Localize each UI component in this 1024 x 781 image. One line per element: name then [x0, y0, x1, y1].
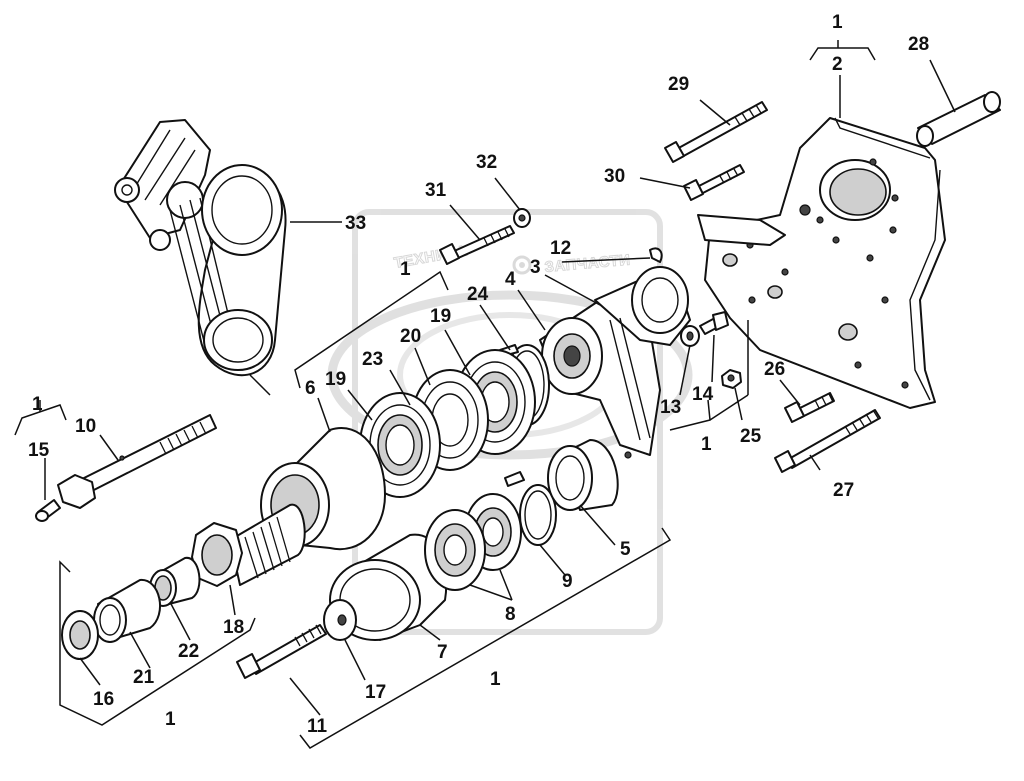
bolt-10 — [57, 414, 217, 509]
washer-13 — [680, 325, 700, 347]
washer-17 — [323, 599, 357, 641]
washer-32 — [513, 208, 531, 228]
callout-1-left: 1 — [32, 394, 43, 415]
callout-24: 24 — [467, 284, 489, 305]
callout-labels: 1 2 28 29 30 31 32 33 12 3 4 1 24 19 20 … — [28, 12, 929, 737]
shaft-18 — [191, 503, 306, 587]
callout-32: 32 — [476, 152, 497, 173]
tensioner-arm-4 — [539, 247, 691, 459]
washer-16 — [61, 610, 99, 660]
callout-26: 26 — [764, 359, 785, 380]
callout-6: 6 — [305, 378, 316, 399]
callout-27: 27 — [833, 480, 854, 501]
nut-25 — [721, 369, 742, 389]
atf-logo — [327, 290, 693, 460]
mounting-plate-2 — [697, 117, 946, 409]
callout-1-bottom-left: 1 — [165, 709, 176, 730]
gear-icon — [512, 255, 532, 275]
callout-5: 5 — [620, 539, 631, 560]
callout-2: 2 — [832, 54, 843, 75]
pin-28 — [916, 91, 1001, 147]
bolt-27 — [774, 409, 881, 473]
callout-29: 29 — [668, 74, 689, 95]
callout-9: 9 — [562, 571, 573, 592]
callout-10: 10 — [75, 416, 96, 437]
callout-11: 11 — [307, 716, 328, 737]
callout-28: 28 — [908, 34, 929, 55]
circlip-9 — [504, 471, 557, 546]
callout-17: 17 — [365, 682, 386, 703]
callout-19a: 19 — [430, 306, 451, 327]
callout-7: 7 — [437, 642, 448, 663]
callout-18: 18 — [223, 617, 244, 638]
belt-drive-33 — [114, 119, 287, 377]
callout-1-top: 1 — [832, 12, 843, 33]
callout-16: 16 — [93, 689, 114, 710]
callout-31: 31 — [425, 180, 447, 201]
callout-12: 12 — [550, 238, 571, 259]
callout-19b: 19 — [325, 369, 346, 390]
bolt-11 — [236, 624, 327, 679]
callout-22: 22 — [178, 641, 199, 662]
bearings-8 — [424, 493, 522, 591]
callout-25: 25 — [740, 426, 762, 447]
callout-3: 3 — [530, 257, 541, 278]
callout-20: 20 — [400, 326, 421, 347]
pulley-5 — [547, 439, 619, 511]
bolt-31 — [439, 225, 515, 265]
callout-1-right: 1 — [701, 434, 712, 455]
callout-33: 33 — [345, 213, 366, 234]
bolt-29 — [664, 101, 768, 163]
sleeve-21 — [93, 578, 161, 643]
callout-21: 21 — [133, 667, 155, 688]
bolt-26 — [784, 392, 835, 423]
callout-4: 4 — [505, 269, 516, 290]
leader-lines — [14, 40, 956, 749]
callout-30: 30 — [604, 166, 625, 187]
callout-8: 8 — [505, 604, 516, 625]
callout-1-mid: 1 — [400, 259, 411, 280]
callout-15: 15 — [28, 440, 50, 461]
callout-14: 14 — [692, 384, 714, 405]
bolt-30 — [683, 164, 745, 201]
bolt-14 — [699, 311, 729, 335]
callout-23: 23 — [362, 349, 383, 370]
callout-13: 13 — [660, 397, 681, 418]
grease-nipple-15 — [35, 499, 61, 522]
callout-1-bottom-right: 1 — [490, 669, 501, 690]
